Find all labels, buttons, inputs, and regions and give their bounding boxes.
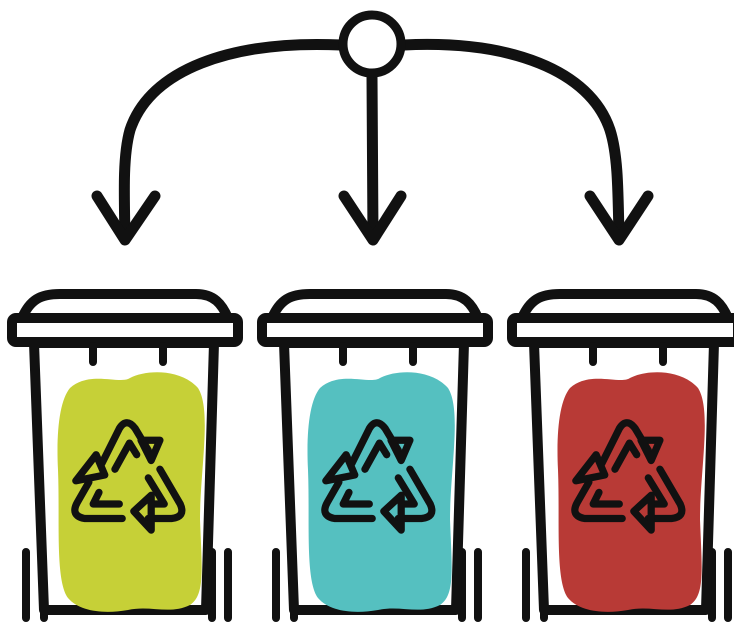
arrow-middle-line (372, 76, 373, 238)
bin-red (512, 294, 734, 618)
arrow-right-curve (404, 44, 619, 238)
bin-lid (262, 318, 488, 342)
bin-right-leg (712, 552, 728, 618)
arrow-left-curve (124, 44, 341, 238)
bin-yellow-green (12, 294, 238, 618)
bin-lid (12, 318, 238, 342)
bins-group (12, 294, 734, 618)
bin-right-leg (462, 552, 478, 618)
source-node (343, 15, 401, 73)
bin-right-leg (212, 552, 228, 618)
bin-lid (512, 318, 734, 342)
bin-teal (262, 294, 488, 618)
